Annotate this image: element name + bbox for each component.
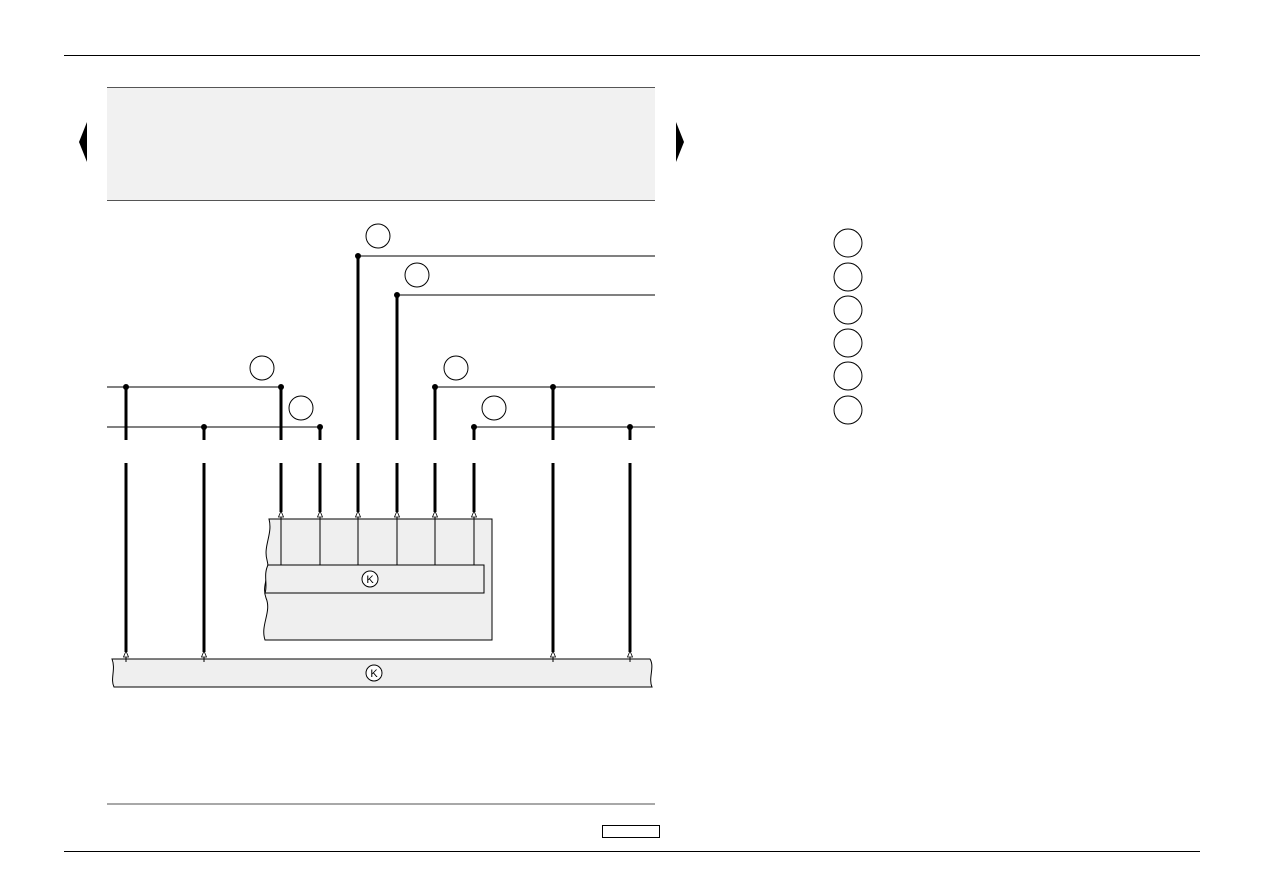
junction-dot bbox=[432, 384, 438, 390]
junction-dot bbox=[394, 292, 400, 298]
junction-dot bbox=[123, 384, 129, 390]
pin-arrow bbox=[277, 509, 285, 518]
junction-dot bbox=[278, 384, 284, 390]
legend bbox=[833, 228, 863, 425]
svg-text:K: K bbox=[366, 574, 374, 586]
pin-arrows-component bbox=[277, 509, 478, 518]
ground-symbol: K bbox=[365, 664, 383, 682]
vertical-wires-upper bbox=[124, 256, 632, 440]
pin-arrow bbox=[354, 509, 362, 518]
callout-circle bbox=[288, 395, 314, 421]
junction-dot bbox=[355, 253, 361, 259]
upper-wires bbox=[107, 255, 655, 428]
callout-circle bbox=[365, 223, 391, 249]
bottom-rule bbox=[64, 851, 1200, 852]
legend-callout bbox=[833, 361, 863, 391]
legend-callout bbox=[833, 295, 863, 325]
pin-arrow bbox=[470, 509, 478, 518]
callout-circle bbox=[404, 262, 430, 288]
component-pins bbox=[280, 512, 475, 565]
junction-dot bbox=[550, 384, 556, 390]
page-number-box bbox=[602, 825, 660, 838]
pin-arrow bbox=[431, 509, 439, 518]
pin-arrow bbox=[316, 509, 324, 518]
pin-arrow bbox=[393, 509, 401, 518]
legend-callout bbox=[833, 262, 863, 292]
junction-dot bbox=[317, 424, 323, 430]
legend-callout bbox=[833, 228, 863, 258]
junction-dot bbox=[201, 424, 207, 430]
legend-callout bbox=[833, 328, 863, 358]
svg-text:K: K bbox=[370, 668, 378, 680]
junction-dot bbox=[627, 424, 633, 430]
diagram-callouts bbox=[249, 223, 507, 421]
inner-connector-symbol: K bbox=[361, 570, 379, 588]
junction-dot bbox=[471, 424, 477, 430]
callout-circle bbox=[249, 355, 275, 381]
header-band bbox=[107, 87, 655, 201]
vertical-wires-lower bbox=[124, 463, 632, 652]
top-rule bbox=[64, 55, 1200, 56]
footer-rule bbox=[107, 803, 655, 805]
triangle-right-icon[interactable] bbox=[676, 122, 684, 162]
callout-circle bbox=[443, 355, 469, 381]
pin-arrows-ground bbox=[122, 649, 634, 662]
junction-dots bbox=[123, 253, 633, 430]
callout-circle bbox=[481, 395, 507, 421]
legend-callout bbox=[833, 395, 863, 425]
triangle-left-icon[interactable] bbox=[79, 122, 87, 162]
